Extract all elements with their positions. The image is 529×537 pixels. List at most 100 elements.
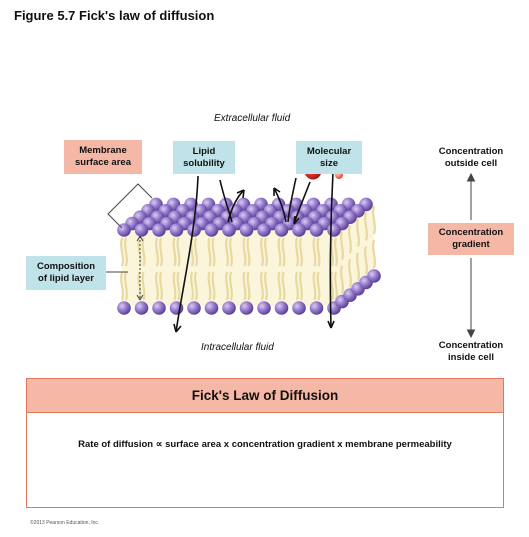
lipid-tail bbox=[372, 205, 376, 235]
phospholipid-head bbox=[257, 223, 271, 237]
lipid-tail bbox=[348, 258, 352, 288]
lipid-tail bbox=[225, 271, 229, 301]
lipid-tail bbox=[225, 237, 229, 267]
phospholipid-head bbox=[222, 301, 236, 315]
lipid-tail bbox=[211, 237, 216, 267]
lipid-tail bbox=[299, 237, 303, 267]
figure-title: Figure 5.7 Fick's law of diffusion bbox=[14, 8, 215, 23]
lipid-tail bbox=[312, 271, 317, 301]
lipid-tail bbox=[299, 271, 303, 301]
lipid-tail bbox=[364, 212, 368, 241]
concentration-outside-label: Concentration outside cell bbox=[438, 146, 504, 169]
lipid-tail bbox=[334, 237, 338, 267]
lipid-tail bbox=[242, 271, 247, 301]
concentration-gradient-label: Concentration gradient bbox=[428, 223, 514, 255]
phospholipid-head bbox=[292, 223, 306, 237]
lipid-tail bbox=[295, 271, 299, 301]
lipid-tail bbox=[316, 271, 321, 301]
phospholipid-head bbox=[204, 223, 219, 237]
lipid-tail bbox=[348, 224, 352, 254]
lipid-tail bbox=[172, 271, 177, 301]
lipid-tail bbox=[194, 237, 198, 267]
phospholipid-head bbox=[257, 301, 271, 315]
phospholipid-head bbox=[327, 223, 341, 237]
lipid-tail bbox=[281, 271, 286, 301]
lipid-tail bbox=[277, 271, 282, 301]
phospholipid-head bbox=[367, 269, 381, 283]
phospholipid-head bbox=[292, 301, 306, 315]
lipid-tail bbox=[260, 237, 264, 267]
lipid-tail bbox=[120, 271, 124, 301]
lipid-tail bbox=[124, 271, 128, 301]
phospholipid-head bbox=[204, 301, 219, 315]
lipid-tail bbox=[159, 237, 163, 267]
composition-label: Composition of lipid layer bbox=[26, 256, 106, 290]
lipid-tail bbox=[155, 237, 159, 267]
molecular-size-label: Molecular size bbox=[296, 141, 362, 174]
lipid-tail bbox=[176, 271, 181, 301]
phospholipid-head bbox=[222, 223, 236, 237]
phospholipid-head bbox=[152, 223, 166, 237]
lipid-tail bbox=[246, 237, 251, 267]
phospholipid-head bbox=[309, 223, 324, 237]
gradient-arrow bbox=[466, 172, 476, 339]
lipid-tail bbox=[176, 237, 181, 267]
lipid-tail bbox=[312, 237, 317, 267]
lipid-tail bbox=[372, 239, 376, 269]
phospholipid-head bbox=[117, 301, 131, 315]
ficks-law-box: Fick's Law of Diffusion Rate of diffusio… bbox=[26, 378, 504, 508]
lipid-tail bbox=[207, 271, 212, 301]
lipid-tail bbox=[229, 271, 233, 301]
lipid-tail bbox=[207, 237, 212, 267]
phospholipid-head bbox=[152, 301, 166, 315]
lipid-tail bbox=[159, 271, 163, 301]
lipid-tail bbox=[190, 271, 194, 301]
diffusion-arrows bbox=[173, 171, 335, 333]
lipid-tail bbox=[340, 265, 344, 294]
lipid-tail bbox=[264, 271, 268, 301]
lipid-tail bbox=[194, 271, 198, 301]
surface-area-bracket bbox=[107, 183, 153, 229]
lipid-tail bbox=[264, 237, 268, 267]
concentration-inside-label: Concentration inside cell bbox=[438, 340, 504, 363]
lipid-tail bbox=[260, 271, 264, 301]
lipid-tail bbox=[281, 237, 286, 267]
phospholipid-head bbox=[274, 301, 289, 315]
ficks-law-heading: Fick's Law of Diffusion bbox=[27, 379, 503, 413]
lipid-tail bbox=[340, 231, 344, 260]
phospholipid-head bbox=[274, 223, 289, 237]
lipid-tail bbox=[330, 271, 334, 301]
lipid-tail bbox=[141, 271, 146, 301]
lipid-tail bbox=[364, 246, 368, 275]
phospholipid-head bbox=[239, 301, 254, 315]
phospholipid-heads-bottom bbox=[117, 269, 381, 315]
lipid-tail bbox=[124, 237, 128, 267]
phospholipid-head bbox=[187, 301, 201, 315]
extracellular-label: Extracellular fluid bbox=[214, 113, 291, 124]
membrane-surface-area-label: Membrane surface area bbox=[64, 140, 142, 174]
lipid-tail bbox=[330, 237, 334, 267]
lipid-tail bbox=[211, 271, 216, 301]
phospholipid-head bbox=[309, 301, 324, 315]
ficks-law-equation: Rate of diffusion ∝ surface area x conce… bbox=[78, 439, 452, 450]
lipid-tail bbox=[229, 237, 233, 267]
phospholipid-head bbox=[187, 223, 201, 237]
phospholipid-head bbox=[169, 223, 184, 237]
lipid-tail bbox=[316, 237, 321, 267]
lipid-tail bbox=[120, 237, 124, 267]
lipid-tail bbox=[277, 237, 282, 267]
lipid-tail bbox=[246, 271, 251, 301]
lipid-tail bbox=[356, 218, 360, 248]
lipid-tail bbox=[172, 237, 177, 267]
lipid-solubility-label: Lipid solubility bbox=[173, 141, 235, 174]
copyright: ©2013 Pearson Education, Inc. bbox=[30, 520, 100, 526]
lipid-tail bbox=[155, 271, 159, 301]
intracellular-label: Intracellular fluid bbox=[201, 342, 274, 353]
lipid-tail bbox=[295, 237, 299, 267]
lipid-tail bbox=[242, 237, 247, 267]
phospholipid-head bbox=[239, 223, 254, 237]
phospholipid-heads-top bbox=[117, 197, 373, 237]
lipid-tail bbox=[356, 252, 360, 282]
phospholipid-head bbox=[134, 301, 149, 315]
